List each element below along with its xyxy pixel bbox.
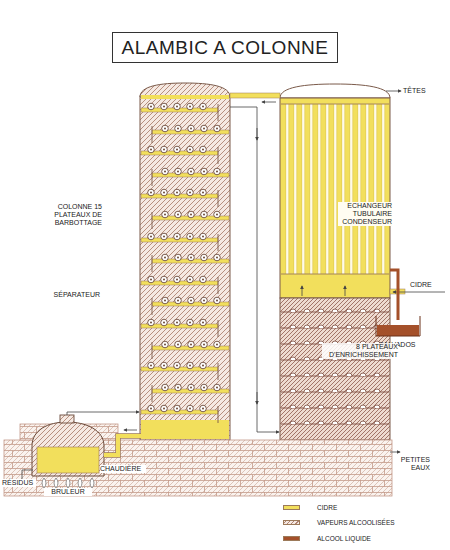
enrichment-section xyxy=(280,298,390,440)
bubble-plate xyxy=(152,168,229,186)
heads-outlet xyxy=(386,91,401,92)
brick-base xyxy=(4,440,392,496)
bubble-plate xyxy=(141,405,218,423)
flame xyxy=(42,478,46,488)
bubble-plate xyxy=(152,125,229,143)
bubble-plate xyxy=(141,189,218,207)
legend-entry: VAPEURS ALCOOLISÉES xyxy=(283,518,443,528)
bubble-plate xyxy=(141,276,218,294)
bubble-plate xyxy=(141,146,218,164)
enrichment-plate xyxy=(281,421,389,424)
legend-text: VAPEURS ALCOOLISÉES xyxy=(317,518,395,527)
legend-entry: ALCOOL LIQUIDE xyxy=(283,534,443,544)
cider-inlet-line xyxy=(393,292,445,293)
enrichment-plate xyxy=(281,325,389,328)
flame xyxy=(90,478,94,488)
condenser-dome xyxy=(280,84,390,98)
bubble-plate xyxy=(152,254,229,272)
flow-arrow xyxy=(345,286,346,296)
flow-arrow xyxy=(257,392,258,404)
vapour-line xyxy=(230,107,279,432)
enrichment-plate xyxy=(281,373,389,376)
flow-arrow xyxy=(262,102,276,103)
part-label: CHAUDIÈRE xyxy=(100,465,146,473)
boiler-liquid xyxy=(37,447,99,473)
legend-text: ALCOOL LIQUIDE xyxy=(317,534,371,543)
boiler-shell xyxy=(32,422,104,476)
low-wines-outlet xyxy=(390,452,400,453)
bubble-plate xyxy=(152,341,229,359)
boiler xyxy=(22,415,104,488)
part-label: PETITES EAUX xyxy=(396,456,430,472)
part-label: SÉPARATEUR xyxy=(38,291,100,299)
calvados-liquid xyxy=(377,325,419,336)
flame xyxy=(66,478,70,488)
flow-arrow xyxy=(257,128,258,140)
part-label: RÉSIDUS xyxy=(2,479,36,487)
liquid-pipe-outline xyxy=(104,436,141,455)
diagram-title: ALAMBIC A COLONNE xyxy=(112,32,338,63)
cider-distributor xyxy=(141,95,229,99)
legend-swatch xyxy=(283,505,300,510)
part-label: COLONNE 15 PLATEAUX DE BARBOTTAGE xyxy=(40,203,102,227)
part-label: 8 PLATEAUX D'ENRICHISSEMENT xyxy=(322,343,398,359)
cider-pipe xyxy=(230,93,280,98)
calvados-vessel xyxy=(376,316,420,336)
bubble-plate xyxy=(152,211,229,229)
bubble-plate xyxy=(141,319,218,337)
flow-arrow xyxy=(302,286,303,296)
legend-entry: CIDRE xyxy=(283,503,443,513)
condenser-shell xyxy=(280,98,390,298)
bubble-plate xyxy=(141,233,218,251)
flow-arrow xyxy=(124,430,137,431)
enrichment-plate xyxy=(281,405,389,408)
bubble-plate xyxy=(141,362,218,380)
boiler-cap xyxy=(60,415,74,423)
burner-flames xyxy=(42,478,94,488)
flame xyxy=(78,478,82,488)
part-label: TÊTES xyxy=(403,87,433,95)
pipework xyxy=(67,91,445,455)
enrichment-plate xyxy=(281,309,389,312)
condenser-column xyxy=(280,84,390,440)
tube-bundle xyxy=(283,104,387,274)
part-label: ECHANGEUR TUBULAIRE CONDENSEUR xyxy=(338,202,392,226)
flame xyxy=(54,478,58,488)
bubble-plate xyxy=(152,384,229,402)
column-dome xyxy=(140,83,230,97)
vapour-line xyxy=(67,412,139,415)
brick-joints xyxy=(4,440,392,496)
legend-swatch xyxy=(283,536,300,541)
bubble-plate xyxy=(152,297,229,315)
column-sump-liquid xyxy=(141,420,229,439)
calvados-pipe xyxy=(390,270,398,320)
distillation-column xyxy=(140,83,230,440)
bubble-plate xyxy=(141,103,218,121)
part-label: CIDRE xyxy=(410,281,442,289)
column-shell xyxy=(140,96,230,440)
liquid-pipe xyxy=(104,436,141,455)
tube-sheet xyxy=(281,104,389,274)
enrichment-plate xyxy=(281,389,389,392)
part-label: BRULEUR xyxy=(44,488,92,496)
legend-swatch xyxy=(283,520,300,525)
legend-text: CIDRE xyxy=(317,503,337,512)
